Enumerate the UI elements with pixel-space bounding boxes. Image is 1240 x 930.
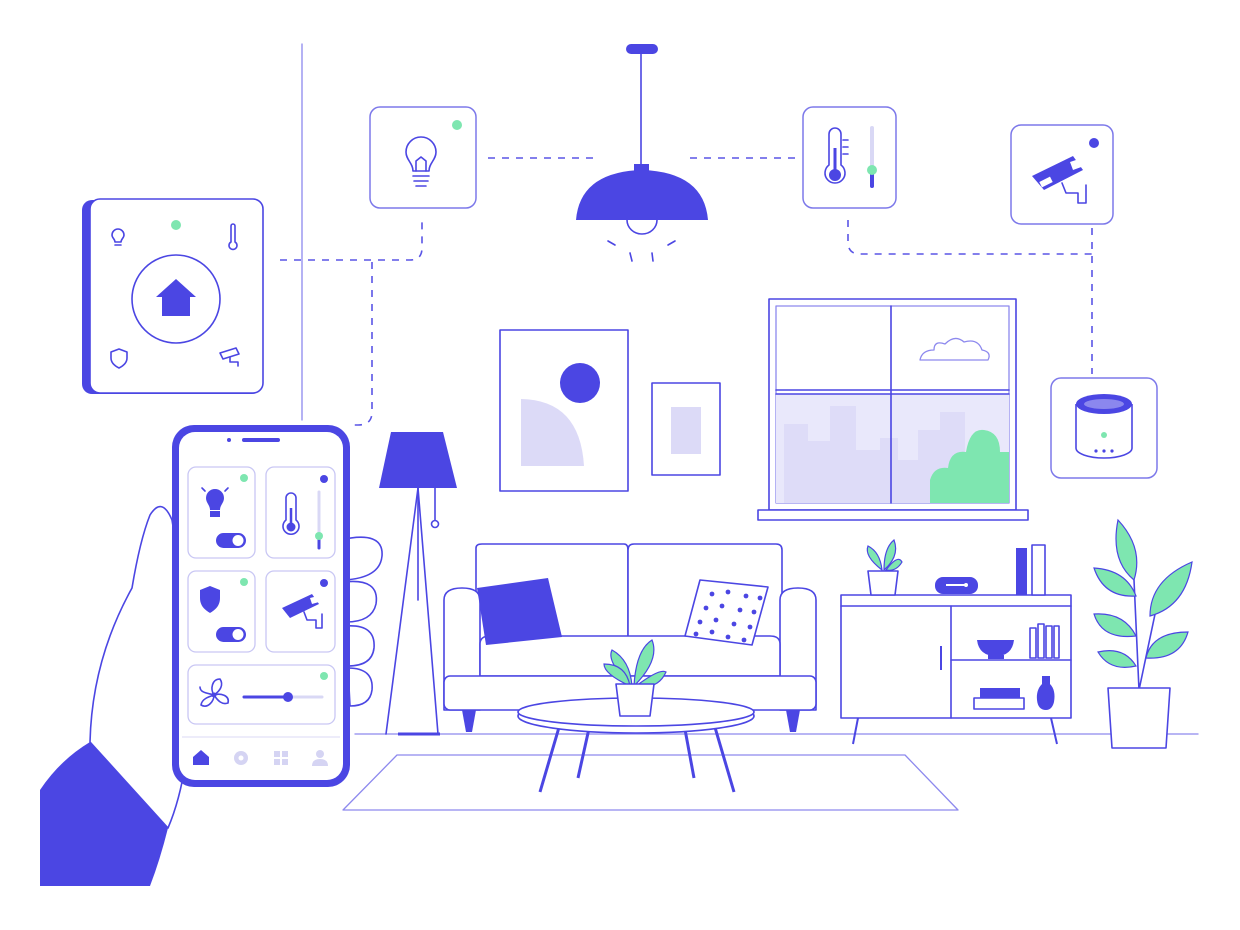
lightbulb-icon [201, 487, 229, 517]
circle-icon[interactable] [234, 751, 248, 765]
user-icon[interactable] [312, 750, 328, 766]
grid-icon[interactable] [274, 751, 288, 765]
lightbulb-icon [111, 228, 125, 246]
phone-speaker [242, 438, 280, 442]
app-tile-security[interactable] [187, 570, 256, 653]
lightbulb-icon [405, 136, 437, 187]
shield-icon [200, 586, 220, 613]
floor-plant [1093, 518, 1193, 749]
bulb-status-dot [452, 120, 462, 130]
fan-speed-slider[interactable] [242, 692, 324, 702]
shield-icon [110, 348, 128, 369]
pillow-dotted [684, 579, 769, 646]
app-tile-light[interactable] [187, 466, 256, 559]
network-connections [280, 157, 1093, 426]
security-status-dot [240, 578, 248, 586]
thermometer-icon [228, 223, 238, 251]
framed-art-large [499, 329, 629, 492]
security-camera-icon [219, 347, 240, 367]
security-camera-icon [282, 594, 323, 629]
device-tile-speaker[interactable] [1050, 377, 1158, 479]
fan-status-dot [320, 672, 328, 680]
lamp-pull-chain[interactable] [430, 519, 440, 529]
panel-status-dot [171, 220, 181, 230]
slider-handle[interactable] [867, 165, 877, 175]
cloud-icon [919, 337, 990, 361]
device-tile-bulb[interactable] [369, 106, 477, 209]
home-icon [156, 279, 196, 316]
camera-status-dot [1089, 138, 1099, 148]
wall-control-panel[interactable] [82, 198, 264, 394]
light-status-dot [240, 474, 248, 482]
smartphone[interactable] [172, 425, 350, 787]
app-tile-thermostat[interactable] [265, 466, 336, 559]
fan-icon [199, 678, 230, 707]
pillow-solid [477, 578, 562, 645]
thermometer-icon [824, 127, 849, 184]
phone-camera [227, 438, 231, 442]
rug [342, 754, 959, 811]
smart-hub-device[interactable] [935, 577, 978, 594]
home-icon[interactable] [193, 750, 209, 765]
app-tile-camera[interactable] [265, 570, 336, 653]
speaker-icon [1075, 394, 1133, 459]
device-tile-thermostat[interactable] [802, 106, 897, 209]
pendant-lamp [576, 44, 708, 262]
panel-dial[interactable] [131, 254, 221, 344]
window [757, 298, 1029, 521]
table-plant [603, 639, 667, 717]
temperature-slider[interactable] [867, 126, 877, 188]
hand [40, 505, 383, 886]
thermostat-status-dot [320, 475, 328, 483]
app-tile-fan[interactable] [187, 664, 336, 725]
thermostat-slider[interactable] [315, 490, 323, 550]
device-tile-camera[interactable] [1010, 124, 1114, 225]
security-toggle[interactable] [216, 627, 246, 642]
sideboard-plant [866, 539, 903, 596]
camera-indicator-dot [320, 579, 328, 587]
floor-lamp[interactable] [379, 432, 457, 736]
light-rays [607, 240, 676, 262]
framed-art-small [651, 382, 721, 476]
bottom-nav [193, 750, 328, 766]
light-toggle[interactable] [216, 533, 246, 548]
security-camera-icon [1032, 156, 1087, 204]
thermometer-icon [282, 492, 300, 535]
sideboard [840, 539, 1072, 745]
speaker-status-dot [1101, 432, 1107, 438]
